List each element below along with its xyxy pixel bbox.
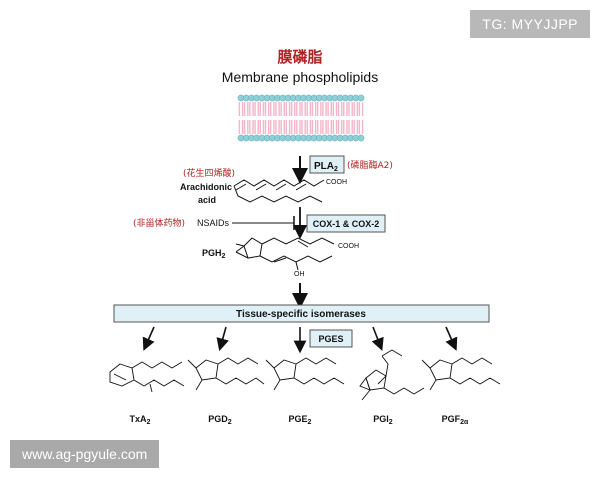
arachidonic-acid-structure [233,179,325,203]
txa2-structure [109,361,185,393]
pgh2-cooh: COOH [338,243,359,250]
title-cn: 膜磷脂 [277,48,322,66]
product-label-4: PGF2α [442,414,469,426]
pgh2-oh: OH [294,271,305,278]
pla2-box [309,155,345,174]
isomerases-label: Tissue-specific isomerases [236,309,366,320]
pgh2-label: PGH2 [202,248,226,260]
product-labels: TxA2 PGD2 PGE2 PGI2 PGF2α [130,414,470,426]
product-label-1: PGD2 [208,414,232,426]
cox-label: COX-1 & COX-2 [313,219,380,229]
nsaids-label: NSAIDs [197,218,230,228]
product-label-2: PGE2 [289,414,312,426]
pgh2-structure [235,237,335,263]
product-label-0: TxA2 [130,414,151,426]
membrane-bilayer [237,94,365,142]
cox-box [306,214,386,233]
nsaids-cn-label: (非甾体药物) [133,217,185,229]
aa-label-2: acid [198,195,216,205]
pgd2-structure [187,357,265,391]
pge2-structure [265,357,345,391]
pgi2-structure [359,349,425,401]
isomerases-box [113,304,490,323]
watermark-url: www.ag-pgyule.com [10,440,160,468]
aa-label-1: Arachidonic [180,182,232,192]
product-arrows [142,326,458,354]
watermark-tg: TG: MYYJJPP [470,10,590,38]
product-label-3: PGI2 [373,414,393,426]
pgf2a-structure [421,357,501,391]
title-en: Membrane phospholipids [222,69,378,85]
pla2-cn-label: (磷脂酶A2) [347,159,393,171]
pges-label: PGES [318,334,343,344]
pla2-label: PLA2 [314,161,338,173]
pges-box [309,329,353,348]
aa-cn-label: (花生四烯酸) [183,167,235,179]
aa-cooh: COOH [326,179,347,186]
pgh2-oh-bond [295,261,299,271]
